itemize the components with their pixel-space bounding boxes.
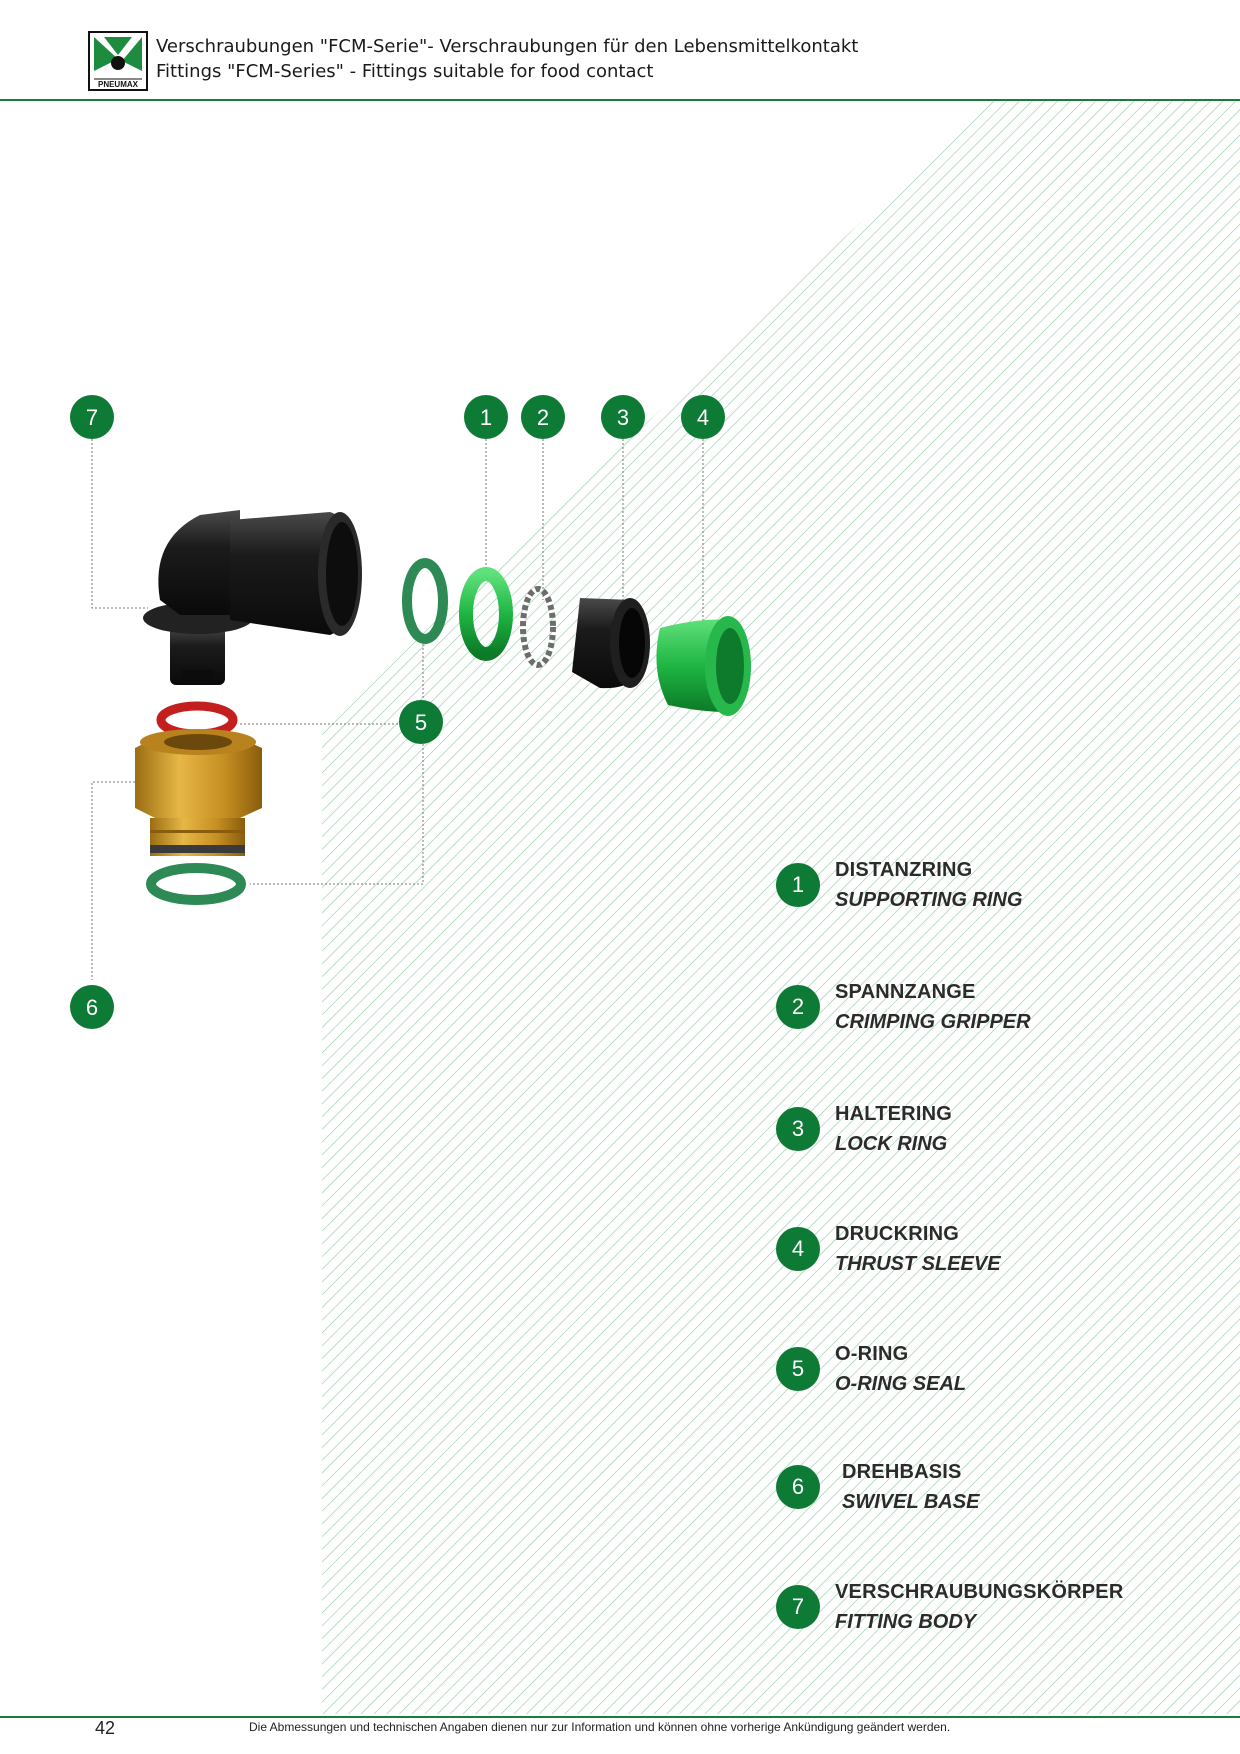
callout-1: 1 (464, 395, 508, 439)
callout-7: 7 (70, 395, 114, 439)
legend-label-english: CRIMPING GRIPPER (835, 1011, 1031, 1033)
fitting-body-part (143, 510, 362, 685)
footer-divider (0, 1716, 1240, 1718)
svg-text:4: 4 (697, 405, 709, 430)
legend-label-german: DISTANZRING (835, 859, 973, 881)
crimping-gripper-part (520, 586, 556, 668)
legend-number-badge: 6 (776, 1465, 820, 1509)
legend-label-english: O-RING SEAL (835, 1373, 967, 1395)
legend-label-english: LOCK RING (835, 1133, 948, 1155)
logo-text: PNEUMAX (98, 80, 139, 89)
legend-number-badge: 5 (776, 1347, 820, 1391)
leader-line-5c (250, 744, 424, 885)
pneumax-logo: PNEUMAX (88, 31, 148, 91)
legend-number-badge: 7 (776, 1585, 820, 1629)
thrust-sleeve-part (656, 616, 751, 716)
legend-number-badge: 2 (776, 985, 820, 1029)
leader-line-7 (91, 439, 148, 609)
callout-3: 3 (601, 395, 645, 439)
legend-label-english: SUPPORTING RING (835, 889, 1023, 911)
legend-item-4: 4 DRUCKRING THRUST SLEEVE (776, 1220, 1216, 1280)
o-ring-part-upper (402, 558, 448, 644)
legend-item-6: 6 DREHBASIS SWIVEL BASE (776, 1458, 1216, 1518)
legend-label-german: SPANNZANGE (835, 981, 976, 1003)
legend-item-3: 3 HALTERING LOCK RING (776, 1100, 1216, 1160)
callout-5: 5 (399, 700, 443, 744)
page-title-english: Fittings "FCM-Series" - Fittings suitabl… (156, 61, 654, 82)
lock-ring-part (572, 598, 650, 689)
legend-label-german: O-RING (835, 1343, 909, 1365)
legend-number-badge: 1 (776, 863, 820, 907)
legend-label-german: HALTERING (835, 1103, 952, 1125)
swivel-base-part (135, 729, 262, 856)
legend-item-2: 2 SPANNZANGE CRIMPING GRIPPER (776, 978, 1216, 1038)
legend-label-german: DREHBASIS (842, 1461, 962, 1483)
legend-label-english: THRUST SLEEVE (835, 1253, 1001, 1275)
callout-4: 4 (681, 395, 725, 439)
page-number: 42 (95, 1718, 116, 1738)
svg-text:7: 7 (86, 405, 98, 430)
svg-text:5: 5 (415, 710, 427, 735)
footer-disclaimer: Die Abmessungen und technischen Angaben … (249, 1720, 951, 1734)
svg-text:3: 3 (617, 405, 629, 430)
legend-label-german: VERSCHRAUBUNGSKÖRPER (835, 1581, 1124, 1603)
legend-number-badge: 3 (776, 1107, 820, 1151)
legend-item-1: 1 DISTANZRING SUPPORTING RING (776, 856, 1216, 916)
header-divider (0, 99, 1240, 101)
svg-text:1: 1 (480, 405, 492, 430)
legend-label-german: DRUCKRING (835, 1223, 960, 1245)
page-title-german: Verschraubungen "FCM-Serie"- Verschraubu… (156, 36, 859, 57)
svg-text:2: 2 (537, 405, 549, 430)
page-header: PNEUMAX Verschraubungen "FCM-Serie"- Ver… (0, 0, 1240, 101)
leader-line-6 (91, 781, 155, 980)
legend-item-5: 5 O-RING O-RING SEAL (776, 1340, 1216, 1400)
legend-number-badge: 4 (776, 1227, 820, 1271)
callout-6: 6 (70, 985, 114, 1029)
legend-label-english: SWIVEL BASE (842, 1491, 980, 1513)
svg-text:6: 6 (86, 995, 98, 1020)
legend-item-7: 7 VERSCHRAUBUNGSKÖRPER FITTING BODY (776, 1578, 1216, 1638)
legend-label-english: FITTING BODY (835, 1611, 977, 1633)
o-ring-part-lower (146, 863, 246, 905)
supporting-ring-part (459, 567, 513, 661)
callout-2: 2 (521, 395, 565, 439)
